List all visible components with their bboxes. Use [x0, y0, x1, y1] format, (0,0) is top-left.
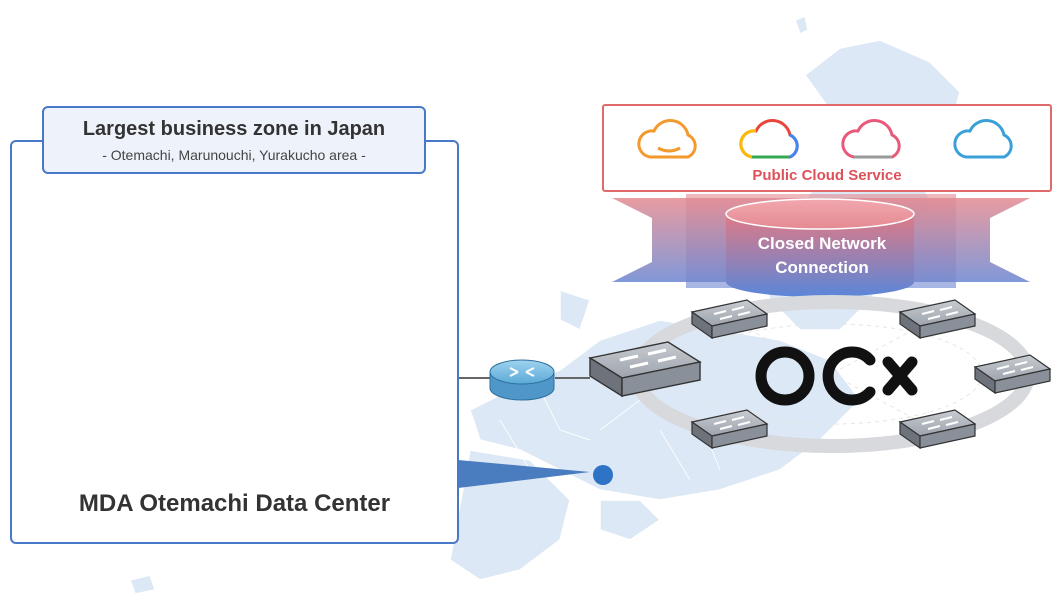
business-zone-panel	[10, 140, 459, 544]
switch-icon	[690, 299, 769, 340]
multicolor-cloud-icon	[739, 119, 799, 159]
orange-cloud-icon	[637, 119, 697, 159]
cloud-icons	[637, 119, 1013, 159]
data-center-name: MDA Otemachi Data Center	[78, 490, 391, 517]
closed-network-label: Closed Network Connection	[730, 232, 914, 280]
ocx-logo	[755, 346, 918, 406]
business-zone-subtitle: - Otemachi, Marunouchi, Yurakucho area -	[102, 147, 366, 163]
blue-cloud-icon	[953, 119, 1013, 159]
public-cloud-label: Public Cloud Service	[752, 167, 902, 184]
closed-network-cylinder	[725, 198, 915, 297]
business-zone-header: Largest business zone in Japan - Otemach…	[42, 106, 426, 174]
callout-pointer	[458, 460, 590, 488]
switch-icon	[898, 409, 977, 450]
switch-icon	[898, 299, 977, 340]
router-icon	[489, 359, 555, 401]
location-dot	[593, 465, 613, 485]
closed-network-line1: Closed Network	[757, 234, 887, 253]
business-zone-title: Largest business zone in Japan	[82, 118, 386, 140]
switch-icon	[690, 409, 769, 450]
switch-icon	[973, 354, 1052, 395]
large-switch-icon	[588, 341, 702, 398]
closed-network-line2: Connection	[775, 258, 869, 277]
pink-cloud-icon	[841, 119, 901, 159]
